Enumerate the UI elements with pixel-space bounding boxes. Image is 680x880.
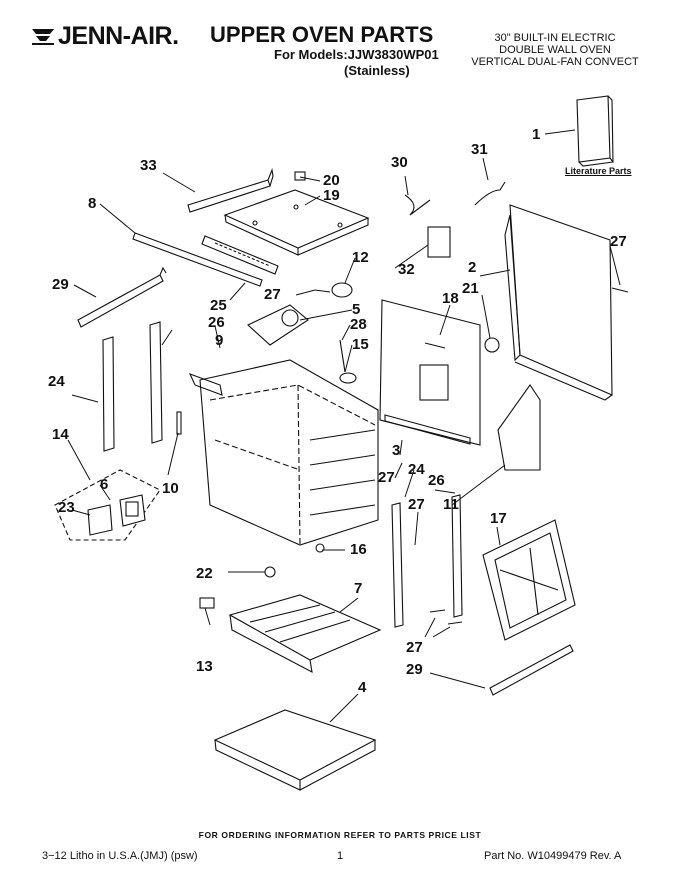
channel-part-24-left — [102, 336, 115, 452]
switch-part-32 — [427, 226, 451, 258]
callout-33: 33 — [140, 157, 157, 174]
callout-14: 14 — [52, 426, 69, 443]
callout-31: 31 — [471, 141, 488, 158]
door-frame-part-17 — [482, 519, 576, 641]
product-description: 30" BUILT-IN ELECTRIC DOUBLE WALL OVEN V… — [460, 32, 650, 68]
callout-8: 8 — [88, 195, 97, 212]
callout-10: 10 — [162, 480, 179, 497]
callout-17: 17 — [490, 510, 507, 527]
bar-part-3 — [384, 414, 471, 445]
callout-21: 21 — [462, 280, 479, 297]
callout-16: 16 — [350, 541, 367, 558]
finish-label: (Stainless) — [344, 63, 410, 78]
callout-27-lower: 27 — [408, 496, 425, 513]
side-cover-part-11 — [497, 384, 541, 471]
rail-part-8 — [132, 232, 263, 287]
vent-part-25 — [201, 235, 279, 275]
callout-32: 32 — [398, 261, 415, 278]
callout-29-left: 29 — [52, 276, 69, 293]
callout-20: 20 — [323, 172, 340, 189]
rear-panel-part-18 — [379, 299, 481, 446]
page-title: UPPER OVEN PARTS — [210, 22, 434, 47]
channel-part-26-right — [451, 494, 463, 618]
litho-info: 3−12 Litho in U.S.A.(JMJ) (psw) — [42, 850, 198, 862]
callout-24-left: 24 — [48, 373, 65, 390]
callout-6: 6 — [100, 476, 109, 493]
strip-part-10 — [176, 411, 182, 435]
rail-part-29-left — [77, 266, 167, 328]
callout-23: 23 — [58, 499, 75, 516]
brand-name: JENN-AIR. — [58, 22, 179, 50]
clip-part-20 — [294, 171, 306, 181]
callout-5: 5 — [352, 301, 361, 318]
wire-part-30 — [404, 194, 431, 216]
callout-27-mid: 27 — [378, 469, 395, 486]
thermostat-part-21 — [484, 337, 500, 353]
model-number: For Models:JJW3830WP01 — [274, 47, 439, 62]
description-line-2: DOUBLE WALL OVEN — [499, 44, 611, 56]
callout-27-right: 27 — [610, 233, 627, 250]
callout-15: 15 — [352, 336, 369, 353]
top-rail-part-33 — [187, 167, 274, 213]
rail-part-29-right — [489, 644, 574, 696]
callout-30: 30 — [391, 154, 408, 171]
motor-part-12 — [331, 282, 353, 298]
fan-part-15 — [339, 372, 357, 384]
callout-25: 25 — [210, 297, 227, 314]
callout-19: 19 — [323, 187, 340, 204]
callout-24-right: 24 — [408, 461, 425, 478]
bracket-part-5 — [247, 304, 309, 346]
callout-2: 2 — [468, 259, 477, 276]
description-line-1: 30" BUILT-IN ELECTRIC — [494, 32, 616, 44]
bottom-tray-part-4 — [213, 709, 377, 791]
callout-3: 3 — [392, 442, 401, 459]
fastener-part-22 — [264, 566, 276, 578]
callout-9: 9 — [215, 332, 224, 349]
callout-7: 7 — [354, 580, 363, 597]
channel-part-26-left — [149, 321, 163, 444]
callout-22: 22 — [196, 565, 213, 582]
page-number: 1 — [337, 850, 344, 862]
description-line-3: VERTICAL DUAL-FAN CONVECT — [471, 56, 639, 68]
control-group-part-14 — [54, 469, 161, 541]
fastener-part-16 — [315, 543, 325, 553]
sensor-part-28 — [339, 339, 346, 373]
callout-26-left: 26 — [208, 314, 225, 331]
callout-leader-lines — [67, 129, 621, 723]
callout-1: 1 — [532, 126, 541, 143]
callout-28: 28 — [350, 316, 367, 333]
wire-part-31 — [474, 181, 506, 206]
callout-4: 4 — [358, 679, 367, 696]
latch-part-13 — [199, 597, 215, 609]
tray-part-7 — [228, 594, 382, 674]
channel-part-24-right — [391, 502, 404, 628]
screws-part-27-c — [429, 609, 463, 625]
screw-part-27-a — [314, 289, 331, 293]
callout-12: 12 — [352, 249, 369, 266]
outer-wrap-part-2 — [504, 204, 613, 401]
literature-booklet-part — [576, 95, 615, 167]
callout-29-right: 29 — [406, 661, 423, 678]
ordering-note: FOR ORDERING INFORMATION REFER TO PARTS … — [198, 830, 482, 840]
callout-13: 13 — [196, 658, 213, 675]
callout-27-top: 27 — [264, 286, 281, 303]
jenn-air-logo-icon — [32, 29, 54, 45]
callout-18: 18 — [442, 290, 459, 307]
callout-26-right: 26 — [428, 472, 445, 489]
screw-part-27-b — [611, 287, 629, 293]
oven-cavity-part-9 — [188, 359, 379, 546]
brand-logo: JENN-AIR. — [30, 22, 179, 51]
literature-parts-label: Literature Parts — [565, 166, 632, 176]
callout-27-bottom: 27 — [406, 639, 423, 656]
callout-11: 11 — [443, 496, 459, 513]
top-panel-part-19 — [223, 189, 370, 256]
part-number: Part No. W10499479 Rev. A — [484, 850, 622, 862]
